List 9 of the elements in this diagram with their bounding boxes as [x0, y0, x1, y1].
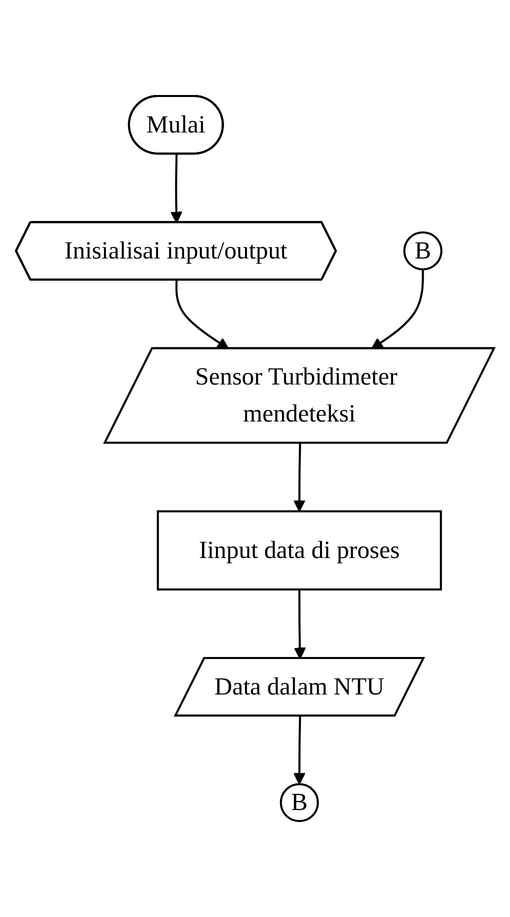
flowchart: Mulai Inisialisai input/output B Sensor Turbidimeter mendeteksi Iinput data di proses Data dalam NTU B — [5, 84, 505, 832]
arrow — [175, 280, 230, 350]
node-circle — [280, 783, 319, 822]
arrow — [293, 716, 306, 785]
node-circle — [403, 231, 442, 270]
arrow — [293, 443, 306, 512]
arrow — [371, 269, 424, 350]
arrow — [170, 154, 182, 224]
node-box — [156, 510, 442, 590]
